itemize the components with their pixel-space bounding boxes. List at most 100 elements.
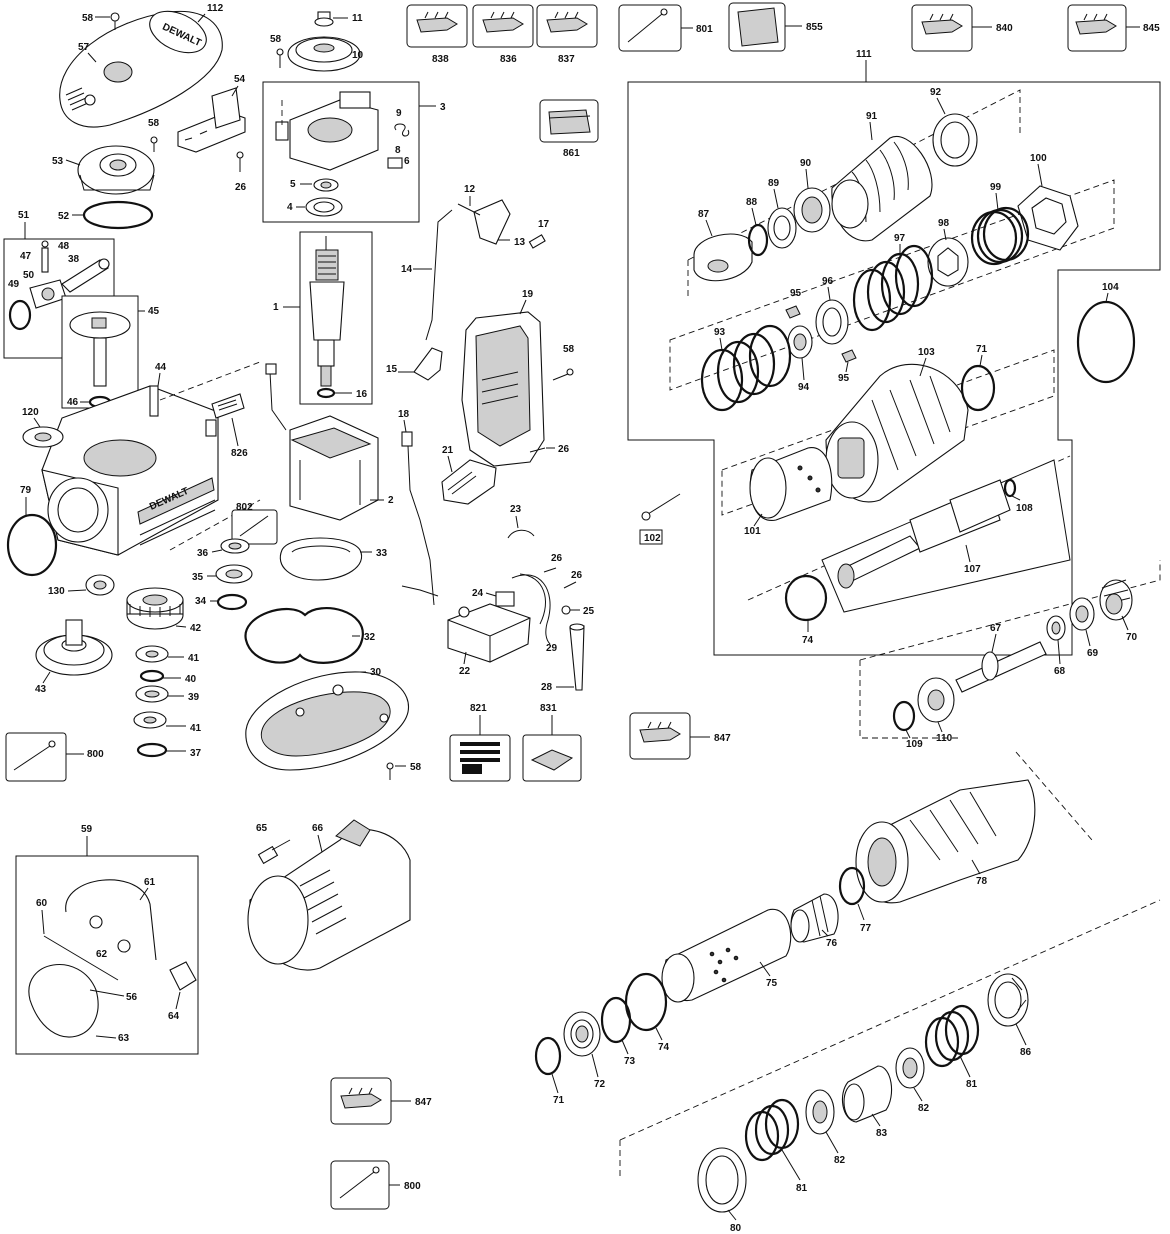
part-34-circlip [216,593,248,611]
label-41a: 41 [188,653,200,664]
label-98: 98 [938,218,950,229]
label-51: 51 [18,210,30,221]
label-75: 75 [766,978,778,989]
label-59: 59 [81,824,93,835]
label-108: 108 [1016,503,1033,514]
part-87-cap [693,233,753,282]
label-77: 77 [860,923,872,934]
box-45-piston [61,295,139,409]
part-95a-key [785,305,801,319]
part-112-top-cover: DEWALT [59,10,223,128]
label-111: 111 [856,49,872,60]
part-110-bush [917,677,955,723]
part-99-spring [970,206,1030,266]
label-95b: 95 [838,373,850,384]
part-43-gear [35,619,113,676]
label-58a: 58 [82,13,94,24]
kit-838: 838 [406,4,468,65]
label-70: 70 [1126,632,1138,643]
label-24: 24 [472,588,484,599]
label-64: 64 [168,1011,180,1022]
label-25: 25 [583,606,595,617]
box-59-side-handle [15,855,199,1055]
kit-label-861: 861 [563,148,580,159]
label-46: 46 [67,397,79,408]
part-28-sleeve [569,623,585,691]
part-10-fan [287,36,361,72]
label-91: 91 [866,111,878,122]
label-13: 13 [514,237,526,248]
kit-label-836: 836 [500,54,517,65]
label-8: 8 [395,145,401,156]
label-61: 61 [144,877,156,888]
part-79-oring [6,513,58,577]
part-74a-oring [784,574,828,622]
part-5-bearing [313,178,339,192]
part-74b-oring [624,972,668,1032]
screw-26b [529,447,546,453]
kit-label-855: 855 [806,22,823,33]
kit-855: 855 [728,2,823,52]
label-57: 57 [78,42,90,53]
label-18: 18 [398,409,410,420]
screw-58d [386,762,394,780]
kit-label-801: 801 [696,24,713,35]
label-89: 89 [768,178,780,189]
label-32: 32 [364,632,376,643]
label-100: 100 [1030,153,1047,164]
kit-label-821: 821 [470,703,487,714]
label-120: 120 [22,407,39,418]
label-73: 73 [624,1056,636,1067]
part-40-ring [139,669,165,683]
part-82b-bearing [805,1089,835,1135]
part-104-oring [1076,300,1136,384]
part-101-sleeve [749,447,833,521]
label-53: 53 [52,156,64,167]
part-53-gear-housing-cover [77,145,155,195]
part-21-switch [441,459,497,505]
part-68-ring [1046,615,1066,641]
part-78-barrel [855,779,1036,904]
screw-26a [236,151,244,172]
label-101: 101 [744,526,761,537]
part-80-ring [697,1147,747,1213]
part-95b-key [841,349,857,363]
part-130-ring [85,574,115,596]
part-36-bearing [220,538,250,554]
dashed-panel-bottom [619,751,1161,1180]
label-112: 112 [207,3,224,14]
part-65-screw [257,839,291,865]
part-96-ring [815,299,849,345]
label-86: 86 [1020,1047,1032,1058]
label-10: 10 [352,50,364,61]
label-60: 60 [36,898,48,909]
part-41b-bearing [133,711,167,729]
kit-847b [330,1077,411,1125]
label-88: 88 [746,197,758,208]
label-82a: 82 [918,1103,930,1114]
label-78: 78 [976,876,988,887]
kit-label-831: 831 [540,703,557,714]
kit-label-837: 837 [558,54,575,65]
label-109: 109 [906,739,923,750]
label-12: 12 [464,184,476,195]
part-100-nut [1017,185,1079,251]
part-29-wires [511,573,551,645]
label-82b: 82 [834,1155,846,1166]
screw-58c [276,48,284,68]
label-69: 69 [1087,648,1099,659]
kit-label-826: 826 [231,448,248,459]
part-86-bearing [987,973,1029,1027]
label-58d: 58 [410,762,422,773]
part-73-oring [600,996,632,1044]
label-36: 36 [197,548,209,559]
label-6: 6 [404,156,410,167]
part-44-gear-housing: DEWALT [41,385,219,556]
label-58b: 58 [148,118,160,129]
part-69-ring [1069,597,1095,631]
label-26b: 26 [558,444,570,455]
label-96: 96 [822,276,834,287]
label-72: 72 [594,1079,606,1090]
label-11: 11 [352,13,363,24]
